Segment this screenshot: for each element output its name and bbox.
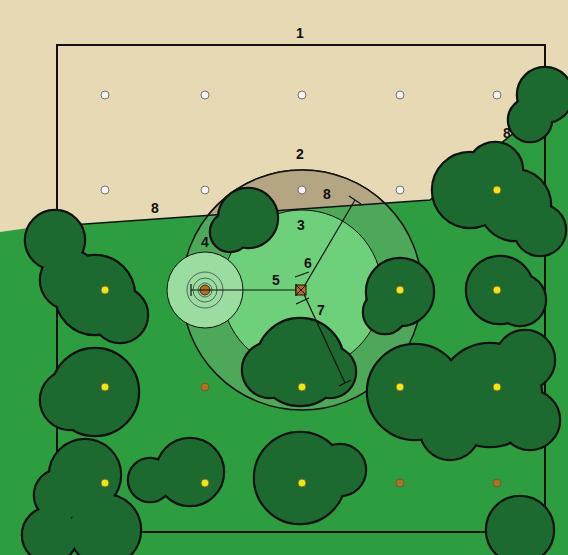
tree-marker bbox=[493, 91, 501, 99]
tree-crown bbox=[421, 401, 479, 459]
tree-marker bbox=[396, 383, 404, 391]
callout-number: 5 bbox=[272, 273, 280, 287]
tree-crown bbox=[305, 347, 355, 397]
callout-number: 8 bbox=[151, 201, 159, 215]
tree-marker bbox=[298, 479, 306, 487]
plot-border bbox=[57, 45, 545, 532]
callout-number: 4 bbox=[201, 235, 209, 249]
tree-crown bbox=[486, 496, 554, 555]
tree-marker bbox=[493, 383, 501, 391]
tree-marker bbox=[201, 383, 209, 391]
tree-marker bbox=[101, 479, 109, 487]
tree-crown bbox=[501, 391, 559, 449]
tree-crown bbox=[41, 251, 99, 309]
center-tree bbox=[296, 285, 306, 295]
tree-crown bbox=[315, 445, 365, 495]
tree-crown bbox=[364, 291, 406, 333]
tree-crown bbox=[487, 497, 553, 555]
tree-crown bbox=[41, 371, 99, 429]
tree-marker bbox=[493, 479, 501, 487]
tree-marker bbox=[201, 91, 209, 99]
tree-marker bbox=[101, 383, 109, 391]
tree-marker bbox=[396, 479, 404, 487]
tree-marker bbox=[298, 91, 306, 99]
tree-marker bbox=[396, 286, 404, 294]
tree-marker bbox=[493, 186, 501, 194]
forest-ground bbox=[0, 95, 568, 555]
tree-crown bbox=[129, 459, 171, 501]
measure-lines bbox=[191, 196, 361, 386]
tree-marker bbox=[298, 186, 306, 194]
tree-crown bbox=[93, 288, 147, 342]
callout-number: 8 bbox=[503, 126, 511, 140]
tree-crown bbox=[70, 495, 140, 555]
callout-number: 8 bbox=[323, 187, 331, 201]
tree-marker bbox=[101, 91, 109, 99]
callout-number: 3 bbox=[297, 218, 305, 232]
tree-marker bbox=[201, 479, 209, 487]
tree-crown bbox=[515, 205, 565, 255]
tree-crown bbox=[496, 331, 554, 389]
tree-marker bbox=[493, 286, 501, 294]
tree-marker bbox=[201, 186, 209, 194]
tree-markers bbox=[101, 91, 501, 487]
tree-marker bbox=[298, 383, 306, 391]
tree-crown bbox=[509, 99, 551, 141]
tree-crown bbox=[243, 343, 297, 397]
callout-number: 7 bbox=[317, 303, 325, 317]
tree-marker bbox=[101, 286, 109, 294]
callout-number: 1 bbox=[296, 26, 304, 40]
tree-marker bbox=[396, 186, 404, 194]
callout-number: 6 bbox=[304, 256, 312, 270]
tree-crown bbox=[495, 275, 545, 325]
tree-crown bbox=[468, 143, 522, 197]
tree-crown bbox=[23, 508, 77, 555]
tree-crown bbox=[211, 213, 249, 251]
tree-marker bbox=[101, 186, 109, 194]
tree-marker bbox=[396, 91, 404, 99]
callout-number: 2 bbox=[296, 147, 304, 161]
